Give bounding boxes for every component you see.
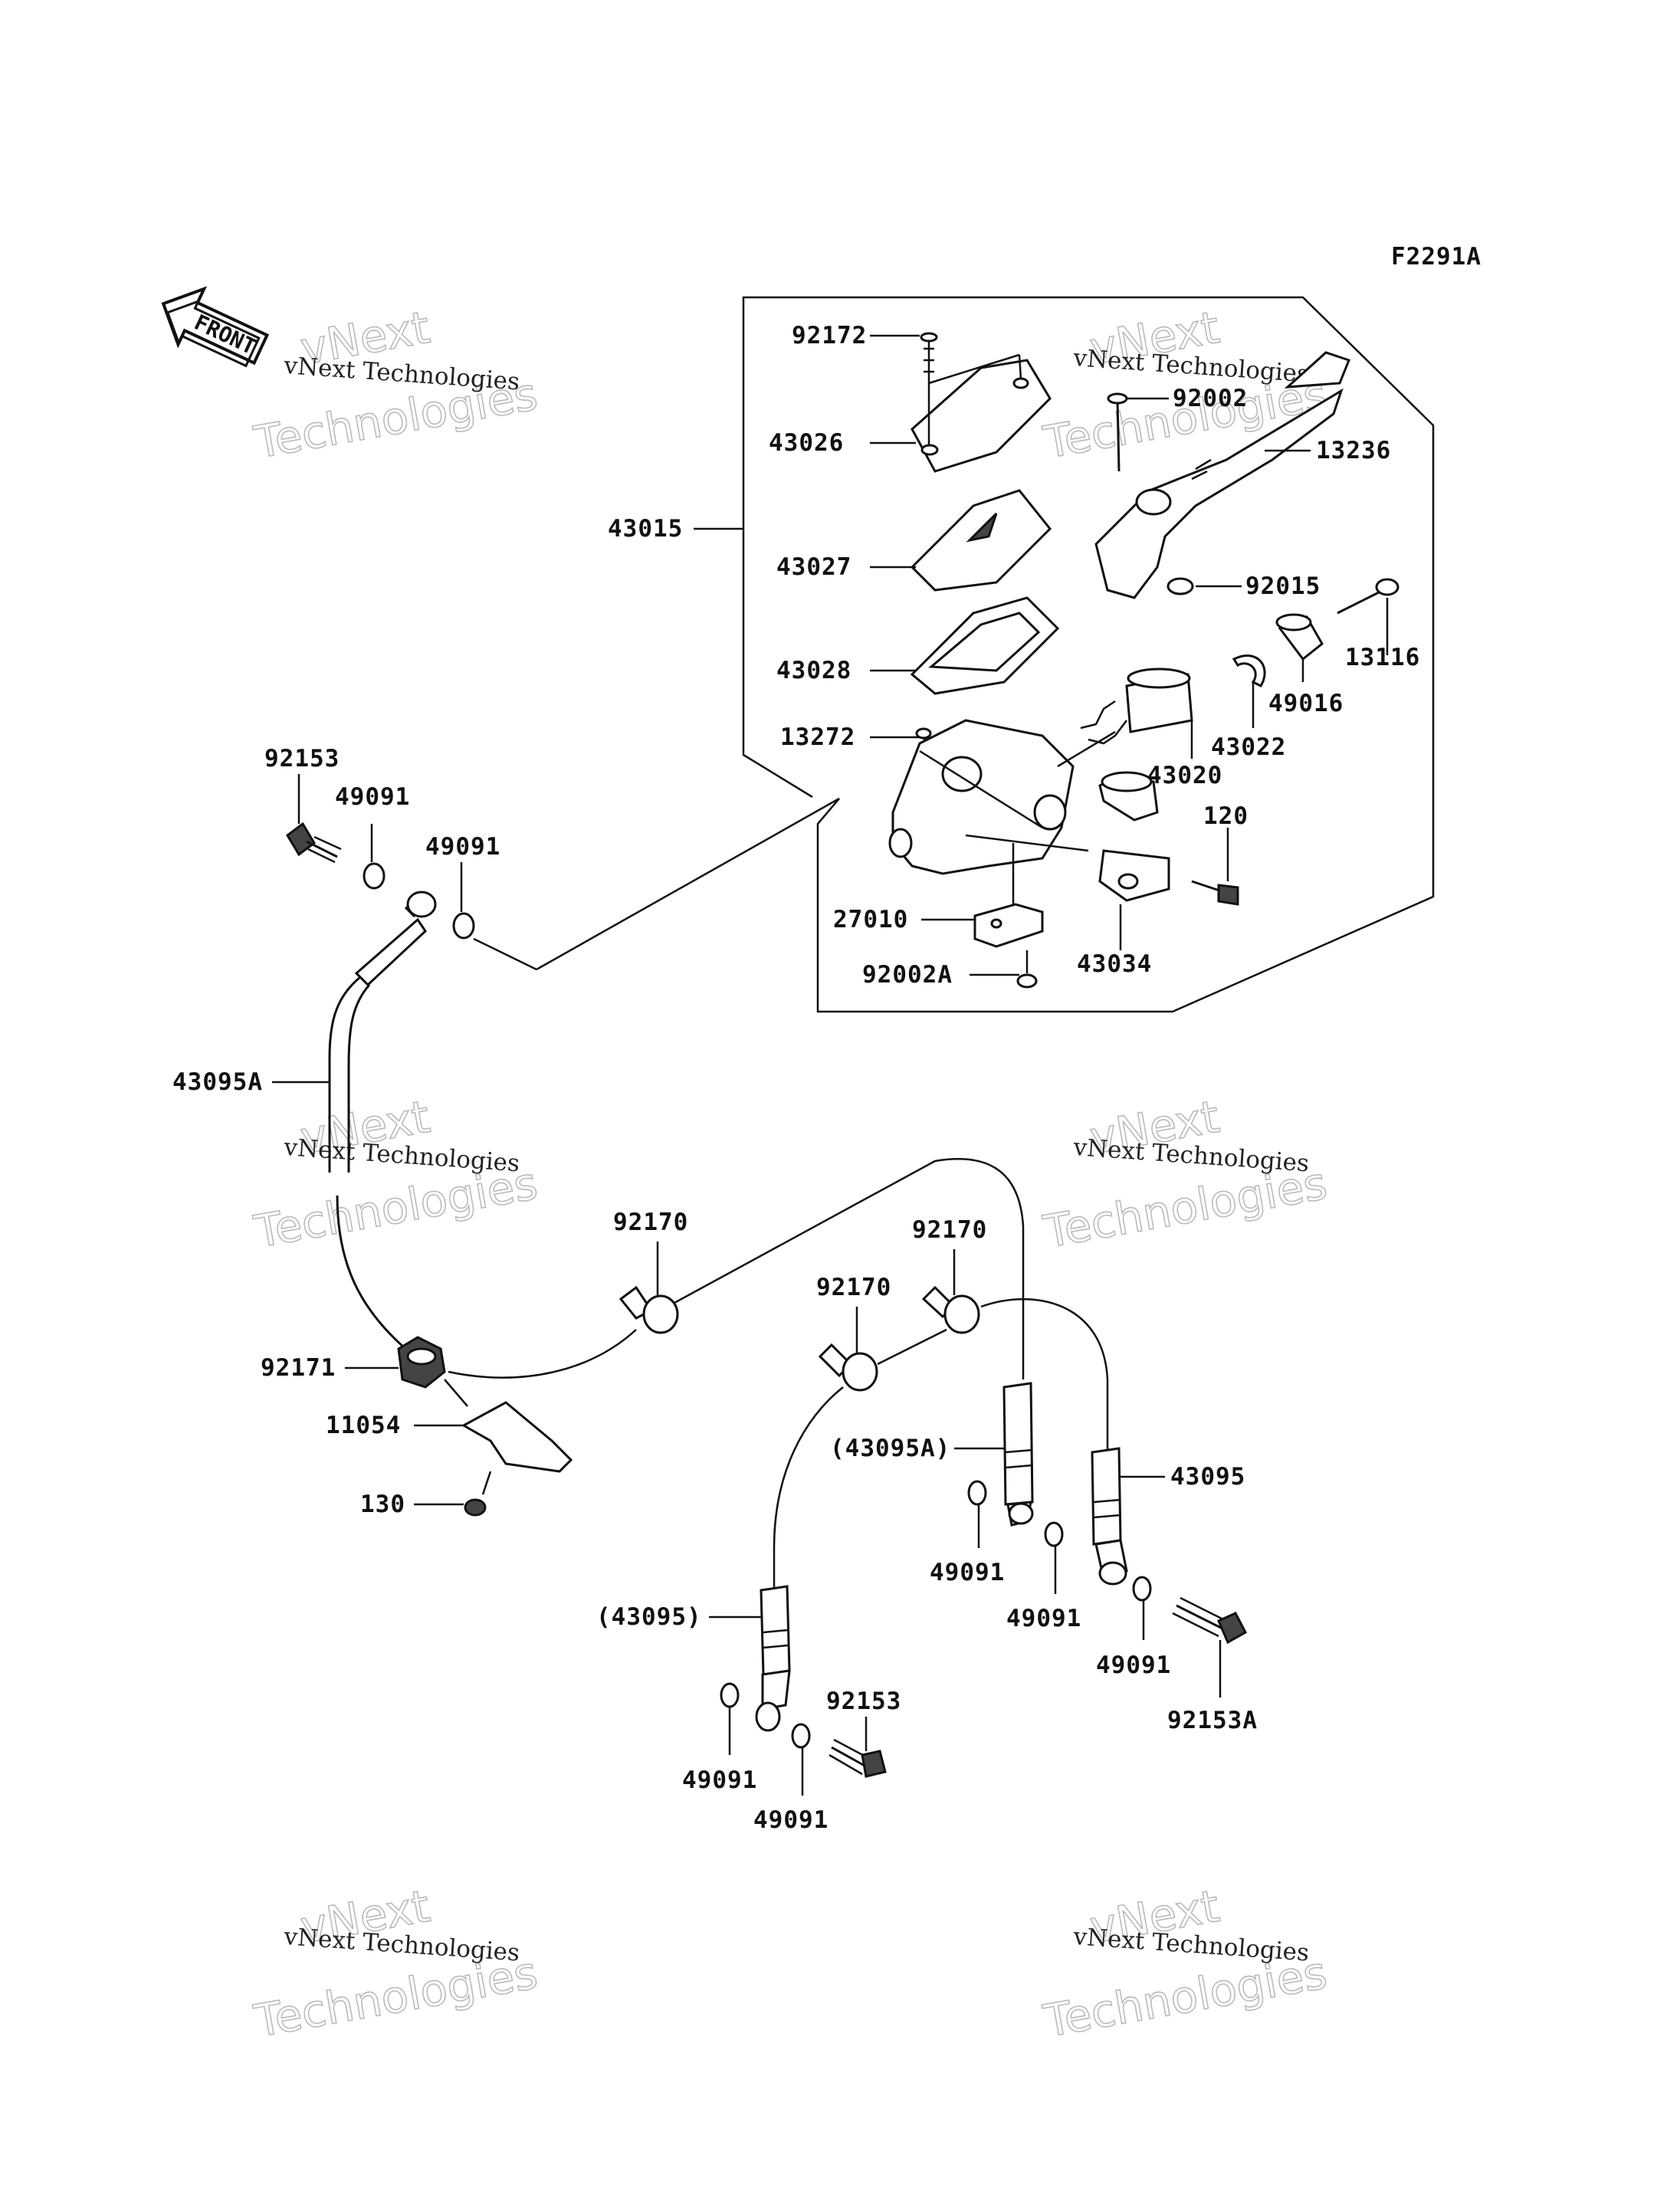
label-43022: 43022 (1211, 733, 1286, 761)
label-43095A: 43095A (172, 1068, 263, 1096)
figure-code: F2291A (1391, 243, 1481, 271)
switch-27010 (973, 843, 1044, 948)
label-92002: 92002 (1173, 385, 1248, 412)
label-43095-ref: (43095) (596, 1603, 702, 1631)
clamp-92170-b (921, 1285, 980, 1334)
label-43028: 43028 (776, 657, 851, 684)
assembly-boundary (536, 296, 1435, 1013)
label-92002A: 92002A (862, 961, 953, 989)
label-92153-top: 92153 (264, 745, 340, 772)
label-92171: 92171 (261, 1354, 336, 1382)
clamp-43034 (1098, 771, 1170, 902)
pushrod-13116 (1337, 578, 1399, 651)
hose-43095A (328, 891, 437, 1354)
cap-43026 (911, 359, 1052, 473)
label-27010: 27010 (833, 906, 908, 933)
master-cylinder-body (891, 719, 1075, 875)
label-92153A: 92153A (1167, 1707, 1258, 1734)
front-arrow-icon: FRONT (161, 286, 270, 368)
label-13236: 13236 (1316, 437, 1391, 464)
label-92015: 92015 (1245, 572, 1321, 600)
watermark-line2: vNext Technologies (282, 352, 520, 395)
grommet-92171 (397, 1336, 446, 1389)
label-49091-e: 49091 (1096, 1652, 1171, 1679)
piston-43020 (1057, 668, 1193, 768)
screw-92002A (1016, 950, 1038, 989)
bolt-120 (1191, 880, 1239, 906)
bracket-11054 (461, 1401, 573, 1473)
label-49091-d: 49091 (1006, 1605, 1081, 1632)
hose-43095 (1091, 1447, 1128, 1586)
banjo-bolt-92153-bottom (829, 1738, 887, 1778)
label-49091-a: 49091 (335, 783, 410, 811)
boot-49016 (1275, 613, 1324, 661)
label-120: 120 (1203, 802, 1249, 830)
label-92170-c: 92170 (816, 1274, 891, 1301)
nut-92015 (1166, 577, 1194, 595)
label-49091-f: 49091 (682, 1766, 757, 1794)
label-13272: 13272 (780, 723, 855, 751)
circlip-43022 (1232, 654, 1266, 687)
bolt-130 (464, 1471, 492, 1517)
hose-43095-lower (755, 1585, 791, 1732)
label-43034: 43034 (1077, 950, 1152, 978)
label-43020: 43020 (1147, 762, 1222, 789)
screw-92172 (920, 332, 938, 383)
label-49091-c: 49091 (930, 1559, 1005, 1586)
hose-43095A-lower (1002, 1382, 1034, 1527)
clamp-92170-c (818, 1343, 878, 1392)
label-92170-b: 92170 (912, 1216, 987, 1244)
washer-49091-g (791, 1723, 811, 1749)
label-130: 130 (360, 1491, 405, 1518)
lever-13236 (1094, 351, 1350, 599)
plate-43027 (910, 489, 1052, 592)
washer-49091-d (1044, 1521, 1064, 1547)
label-92153-bottom: 92153 (826, 1688, 901, 1715)
washer-49091-e (1132, 1576, 1152, 1602)
label-92172: 92172 (792, 322, 867, 349)
washer-49091-c (967, 1480, 987, 1506)
label-13116: 13116 (1345, 644, 1420, 671)
label-43015: 43015 (608, 515, 683, 543)
washer-49091-f (720, 1682, 740, 1708)
label-43027: 43027 (776, 553, 851, 581)
clamp-92170-a (619, 1285, 679, 1334)
washer-49091-a (363, 862, 386, 890)
washer-49091-b (452, 912, 475, 940)
banjo-bolt-92153A (1172, 1596, 1247, 1645)
label-43095: 43095 (1170, 1463, 1245, 1491)
label-49091-g: 49091 (753, 1806, 829, 1834)
label-43026: 43026 (769, 429, 844, 457)
banjo-bolt-92153-top (286, 822, 342, 864)
label-11054: 11054 (326, 1412, 401, 1439)
label-43095A-ref: (43095A) (830, 1435, 950, 1462)
label-49016: 49016 (1268, 690, 1344, 717)
bolt-92002 (1107, 392, 1128, 472)
label-92170-a: 92170 (613, 1209, 688, 1236)
label-49091-b: 49091 (425, 833, 500, 861)
